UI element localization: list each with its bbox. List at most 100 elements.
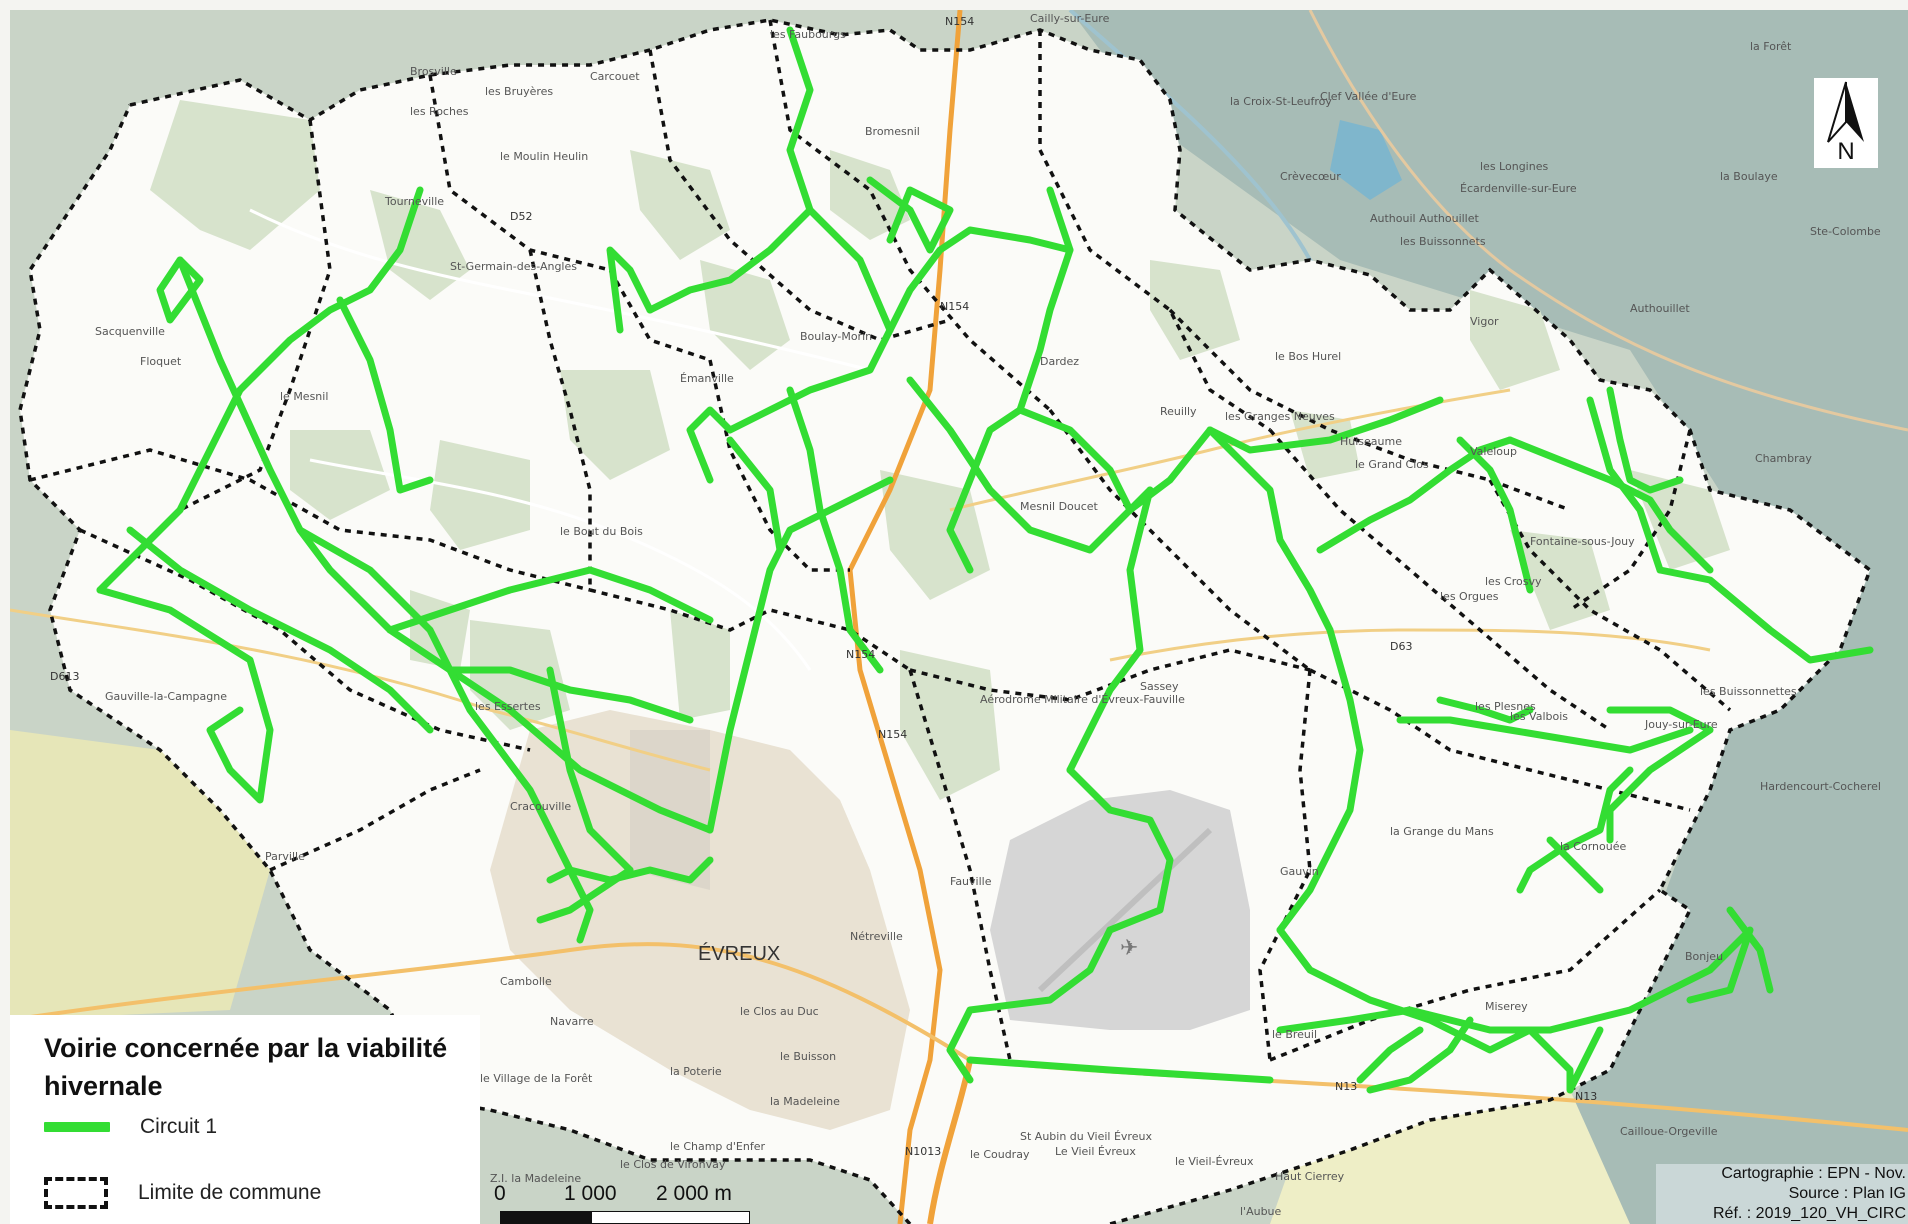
scale-bar: 0 1 000 2 000 m [480, 1174, 760, 1224]
map-label-tourneville: Tourneville [384, 195, 444, 208]
map-label-le-bos-hurel: le Bos Hurel [1275, 350, 1341, 363]
road-network [10, 10, 1908, 1224]
map-label-chambray: Chambray [1755, 452, 1812, 465]
map-label-navarre: Navarre [550, 1015, 594, 1028]
map-label-le-vieil-evreux: Le Vieil Évreux [1055, 1145, 1136, 1158]
study-area [20, 20, 1870, 1224]
map-label-n1013: N1013 [905, 1145, 941, 1158]
forest-patches [150, 100, 1730, 800]
map-label-fontaine-sous-jouy: Fontaine-sous-Jouy [1530, 535, 1635, 548]
scale-label-1000: 1 000 [564, 1182, 617, 1205]
map-label-d63: D63 [1390, 640, 1412, 653]
map-label-la-grange-du-mans: la Grange du Mans [1390, 825, 1494, 838]
map-label-st-germain-des-angles: St-Germain-des-Angles [450, 260, 577, 273]
legend-item-circuit-1: Circuit 1 [44, 1115, 217, 1139]
map-label-les-essertes: les Essertes [475, 700, 541, 713]
map-label-huiseaume: Huiseaume [1340, 435, 1402, 448]
map-label-les-faubourgs: les Faubourgs [770, 28, 846, 41]
map-label-bonjeu: Bonjeu [1685, 950, 1723, 963]
map-label-ste-colombe: Ste-Colombe [1810, 225, 1881, 238]
credit-cartography: Cartographie : EPN - Nov. [1721, 1165, 1906, 1182]
map-label-le-mesnil: le Mesnil [280, 390, 328, 403]
map-label-le-bout-du-bois: le Bout du Bois [560, 525, 643, 538]
map-label-le-moulin-heulin: le Moulin Heulin [500, 150, 588, 163]
map-label-miserey: Miserey [1485, 1000, 1528, 1013]
map-label-aerodrome-militaire-d-evreux-fauville: Aérodrome Militaire d'Évreux-Fauville [980, 693, 1185, 706]
map-label-sacquenville: Sacquenville [95, 325, 165, 338]
map-label-boulay-morin: Boulay-Morin [800, 330, 872, 343]
map-label-les-granges-neuves: les Granges Neuves [1225, 410, 1335, 423]
map-label-reuilly: Reuilly [1160, 405, 1197, 418]
map-label-cailly-sur-eure: Cailly-sur-Eure [1030, 12, 1110, 25]
map-label-jouy-sur-eure: Jouy-sur-Eure [1644, 718, 1718, 731]
map-label-les-buissonnettes: les Buissonnettes [1700, 685, 1797, 698]
credit-reference: Réf. : 2019_120_VH_CIRC [1713, 1205, 1906, 1222]
legend: Voirie concernée par la viabilité hivern… [10, 1015, 480, 1224]
north-arrow-icon [1827, 81, 1864, 143]
legend-item-commune-limit: Limite de commune [44, 1177, 321, 1209]
map-label-brosville: Brosville [410, 65, 457, 78]
map-label-gauvin: Gauvin [1280, 865, 1319, 878]
map-label-cailloue-orgeville: Cailloue-Orgeville [1620, 1125, 1718, 1138]
map-label-l-aubue: l'Aubue [1240, 1205, 1282, 1218]
map-label-d52: D52 [510, 210, 532, 223]
place-labels: les Faubourgs Clef Vallée d'Eure la Croi… [95, 12, 1881, 1218]
map-label-la-cornouee: la Cornouée [1560, 840, 1626, 853]
farmland-west [10, 730, 270, 1020]
map-label-les-bruyeres: les Bruyères [485, 85, 553, 98]
map-canvas[interactable]: ✈ [10, 10, 1908, 1224]
scale-segment-black [500, 1211, 592, 1224]
map-label-n13: N13 [1335, 1080, 1357, 1093]
map-svg[interactable]: ✈ [10, 10, 1908, 1224]
north-label: N [1837, 138, 1855, 165]
map-label-le-village-de-la-foret: le Village de la Forêt [480, 1072, 593, 1085]
map-label-cracouville: Cracouville [510, 800, 571, 813]
runway [1037, 827, 1213, 993]
lake-crevecoeur [1330, 120, 1402, 200]
map-label-le-champ-d-enfer: le Champ d'Enfer [670, 1140, 765, 1153]
legend-swatch-dashed-boundary [44, 1177, 108, 1209]
map-label-clef-vallee-d-eure: Clef Vallée d'Eure [1320, 90, 1417, 103]
map-label-les-roches: les Roches [410, 105, 469, 118]
eure-valley-terrain [1070, 10, 1908, 1224]
evreux-center-blocks [630, 730, 710, 890]
map-label-n154: N154 [878, 728, 907, 741]
map-label-les-crosvy: les Crosvy [1485, 575, 1542, 588]
road-labels: N154 N154 N154 N154 N13 N13 N1013 D63 D5… [50, 15, 1597, 1158]
map-label-les-buissonnets: les Buissonnets [1400, 235, 1486, 248]
legend-label-circuit-1: Circuit 1 [140, 1115, 218, 1138]
map-label-valeloup: Valeloup [1470, 445, 1517, 458]
map-label-st-aubin-du-vieil-evreux: St Aubin du Vieil Évreux [1020, 1130, 1152, 1143]
map-label-carcouet: Carcouet [590, 70, 640, 83]
map-label-authouil-authouillet: Authouil Authouillet [1370, 212, 1480, 225]
map-label-z-i-la-madeleine: Z.I. la Madeleine [490, 1172, 581, 1185]
map-label-bromesnil: Bromesnil [865, 125, 920, 138]
map-label-la-foret: la Forêt [1750, 40, 1792, 53]
map-label-gauville-la-campagne: Gauville-la-Campagne [105, 690, 227, 703]
map-label-la-poterie: la Poterie [670, 1065, 722, 1078]
map-label-le-vieil-evreux: le Vieil-Évreux [1175, 1155, 1254, 1168]
map-label-parville: Parville [265, 850, 305, 863]
map-label-les-plesnes: les Plesnes [1475, 700, 1536, 713]
evreux-urban-area [490, 710, 910, 1130]
map-label-fauville: Fauville [950, 875, 992, 888]
map-label-le-clos-de-vironvay: le Clos de Vironvay [620, 1158, 726, 1171]
map-label-le-coudray: le Coudray [970, 1148, 1030, 1161]
map-label-emanville: Émanville [680, 372, 734, 385]
map-label-ecardenville-sur-eure: Écardenville-sur-Eure [1460, 182, 1577, 195]
scale-label-2000: 2 000 m [656, 1182, 732, 1205]
map-label-dardez: Dardez [1040, 355, 1079, 368]
map-label-la-boulaye: la Boulaye [1720, 170, 1778, 183]
map-label-hardencourt-cocherel: Hardencourt-Cocherel [1760, 780, 1881, 793]
map-label-les-longines: les Longines [1480, 160, 1548, 173]
map-label-les-valbois: les Valbois [1510, 710, 1568, 723]
map-label-sassey: Sassey [1140, 680, 1179, 693]
map-label-evreux: ÉVREUX [698, 942, 780, 965]
airport-icon: ✈ [1120, 935, 1138, 960]
map-label-haut-cierrey: Haut Cierrey [1275, 1170, 1345, 1183]
map-label-le-buisson: le Buisson [780, 1050, 836, 1063]
map-label-la-madeleine: la Madeleine [770, 1095, 840, 1108]
map-label-les-orgues: les Orgues [1440, 590, 1499, 603]
scale-label-0: 0 [494, 1182, 506, 1205]
map-label-le-clos-au-duc: le Clos au Duc [740, 1005, 819, 1018]
